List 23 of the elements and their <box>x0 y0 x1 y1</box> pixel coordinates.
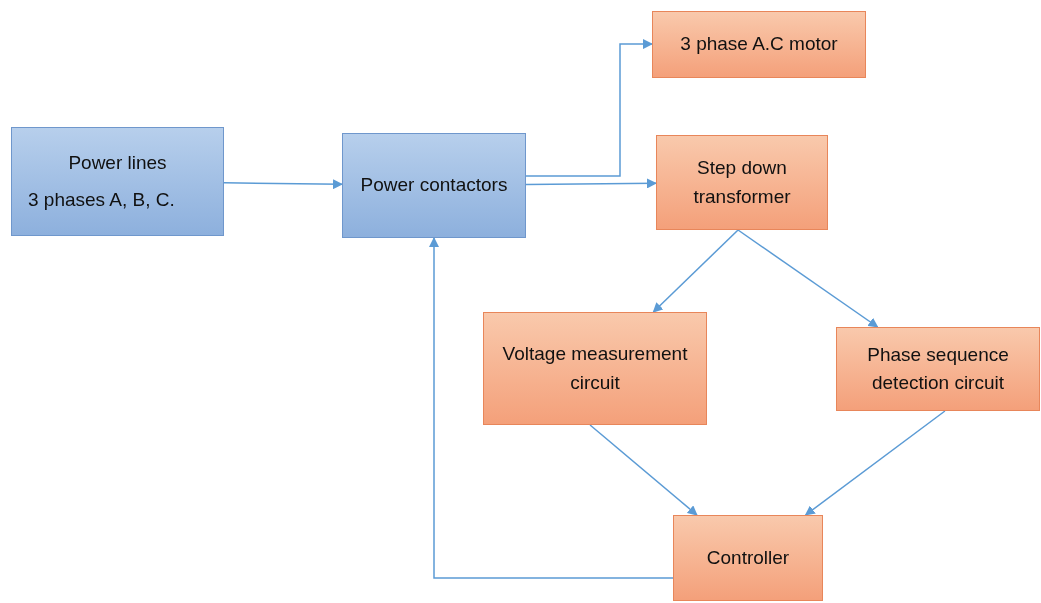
process-box <box>342 133 526 238</box>
arrow <box>804 410 946 516</box>
arrow <box>429 237 674 579</box>
arrow <box>525 39 653 177</box>
node-detail: 3 phases A, B, C. <box>27 187 175 212</box>
arrow <box>589 424 698 516</box>
process-box <box>656 135 828 230</box>
node-title: 3 phase A.C motor <box>680 32 838 57</box>
arrow <box>525 178 657 189</box>
arrow <box>223 179 343 190</box>
node-title: Controller <box>706 545 790 570</box>
node-title: Step down transformer <box>692 156 792 209</box>
node-title: Power contactors <box>360 173 508 198</box>
arrow <box>652 229 739 313</box>
arrow <box>737 229 879 328</box>
node-title: Phase sequence detection circuit <box>866 342 1010 395</box>
power-source-box <box>11 127 224 236</box>
node-title: Power lines <box>68 151 167 175</box>
process-box <box>652 11 866 78</box>
process-box <box>673 515 823 601</box>
node-title: Voltage measurement circuit <box>501 342 689 395</box>
process-box <box>483 312 707 425</box>
process-box <box>836 327 1040 411</box>
